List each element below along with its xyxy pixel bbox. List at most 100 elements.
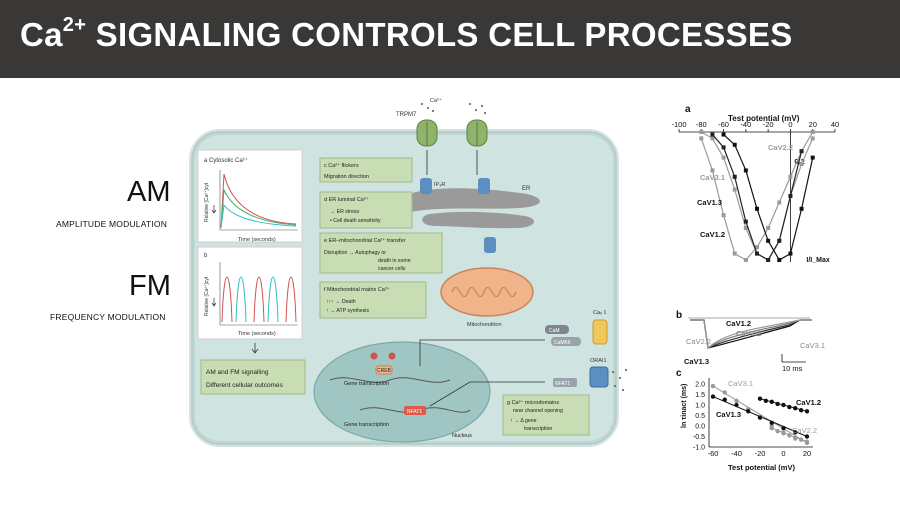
cav1-channel (592, 319, 608, 345)
panel-b-letter: b (676, 310, 682, 321)
panel-a-data-point (788, 194, 793, 198)
panel-a-data-point (732, 142, 737, 147)
panel-c-data-point (781, 425, 786, 431)
dna-strand-1 (329, 377, 451, 383)
panel-c-data-point (798, 408, 804, 413)
fm-subtitle: FREQUENCY MODULATION (50, 312, 166, 322)
box-e-line1: Disruption → Autophagy or (324, 250, 386, 256)
panel-b-label: CaV2.2 (686, 337, 711, 346)
panel-a-data-point (699, 136, 704, 141)
box-e (319, 232, 443, 274)
panel-a-data-point (766, 226, 771, 230)
panel-a-data-point (699, 130, 704, 134)
box-d (319, 191, 413, 229)
panel-a-data-point (766, 258, 771, 262)
er-label: ER (522, 186, 531, 192)
nfat1-nuclear-label: NFAT1 (407, 409, 422, 415)
panel-c-y-tick-label: 1.5 (695, 392, 705, 399)
panel-a-data-point (710, 136, 715, 141)
panel-c-data-point (757, 415, 763, 420)
panel-a-data-point (732, 174, 737, 179)
fm-label: FM (129, 270, 171, 302)
panel-c-data-point (775, 429, 780, 434)
box-f (319, 281, 427, 319)
orai1-label: ORAI1 (590, 358, 607, 364)
am-trace-high (220, 173, 297, 229)
am-fm-outcome-box (200, 359, 306, 395)
panel-c-y-tick-label: 0.0 (695, 424, 705, 431)
panel-a-x-tick-label: 20 (809, 120, 817, 129)
panel-a-title: Test potential (mV) (728, 114, 800, 123)
panel-c-data-point (710, 383, 716, 389)
panel-a-data-point (721, 132, 726, 137)
panel-a-ylabel: I/I_Max (806, 257, 829, 264)
panel-c-letter: c (676, 368, 682, 379)
panel-b-label: CaV3.1 (736, 329, 761, 338)
panel-c-ylabel: ln τinact (ms) (681, 384, 688, 428)
creb-box (375, 365, 393, 375)
panel-a-letter: a (685, 104, 691, 115)
panel-a-x-tick-label: -40 (740, 120, 751, 129)
panel-a-data-point (799, 149, 804, 154)
panel-a-x-tick-label: 40 (831, 120, 839, 129)
am-fm-text-2: Different cellular outcomes (206, 382, 284, 389)
panel-a-data-point (777, 238, 782, 243)
box-d-line1: → ER stress (330, 209, 360, 215)
panel-a-data-point (810, 136, 815, 141)
page-title: Ca2+ SIGNALING CONTROLS CELL PROCESSES (20, 14, 793, 53)
panel-a-data-point (799, 162, 804, 166)
panel-a-label: a Cytosolic Ca²⁺ (204, 157, 248, 164)
panel-c-series-label: CaV1.2 (796, 398, 821, 407)
panel-a-xlabel: Time (seconds) (238, 237, 276, 243)
panel-a-data-point (788, 174, 793, 179)
box-d-line2: • Cell death sensitivity (330, 218, 381, 224)
panel-a-data-point (732, 251, 737, 256)
panel-a-series-line (711, 134, 803, 261)
panel-a-data-point (710, 132, 715, 137)
panel-b-plot (197, 246, 303, 340)
panel-a-plot (197, 149, 303, 243)
panel-a-series-label: CaV2.2 (768, 143, 793, 152)
panel-c-data-point (757, 396, 763, 401)
panel-c-x-tick-label: -20 (755, 449, 766, 458)
panel-a-data-point (743, 226, 748, 230)
gene-transcription-2: Gene transcription (344, 422, 389, 428)
mitochondrion (440, 267, 534, 317)
panel-a-data-point (743, 219, 748, 224)
panel-c-data-point (769, 420, 774, 426)
panel-c-x-tick-label: 0 (781, 449, 785, 458)
cam-label: CaM (549, 328, 560, 334)
panel-a-x-tick-label: 0 (788, 120, 792, 129)
ip3r-label: IP₃R (434, 182, 445, 188)
title-banner (0, 0, 900, 78)
box-c (319, 157, 413, 183)
panel-a-data-point (721, 155, 726, 160)
ip3r-receptor (420, 178, 496, 253)
box-e-line3: cancer cells (378, 266, 406, 272)
panel-a-data-point (766, 238, 771, 243)
panel-a-data-point (710, 168, 715, 173)
camkii-box (551, 337, 581, 346)
panel-c-series-label: CaV3.1 (728, 379, 753, 388)
panel-c-x-tick-label: -60 (708, 449, 719, 458)
panel-a-y-tick-label: 0.2 (794, 157, 804, 166)
panel-c-data-point (734, 398, 739, 403)
panel-c-data-point (710, 394, 716, 399)
nfat1-nuclear-box (404, 406, 426, 415)
panel-a-data-point (777, 258, 782, 262)
panel-b-label: CaV1.2 (726, 319, 751, 328)
channel-2 (466, 119, 488, 147)
panel-c-data-point (763, 398, 769, 403)
panel-a-x-tick-label: -60 (718, 120, 729, 129)
panel-a-x-tick-label: -100 (671, 120, 686, 129)
panel-c-y-tick-label: 1.0 (695, 403, 705, 410)
panel-c-data-point (734, 402, 739, 408)
panel-c-y-tick-label: 2.0 (695, 382, 705, 389)
panel-c-data-point (787, 433, 792, 438)
box-e-title: e ER–mitochondrial Ca²⁺ transfer (324, 237, 406, 244)
mitochondrion-label: Mitochondrion (467, 322, 502, 328)
panel-b-label: b (204, 253, 208, 259)
panel-c-y-tick-label: -0.5 (693, 434, 705, 441)
